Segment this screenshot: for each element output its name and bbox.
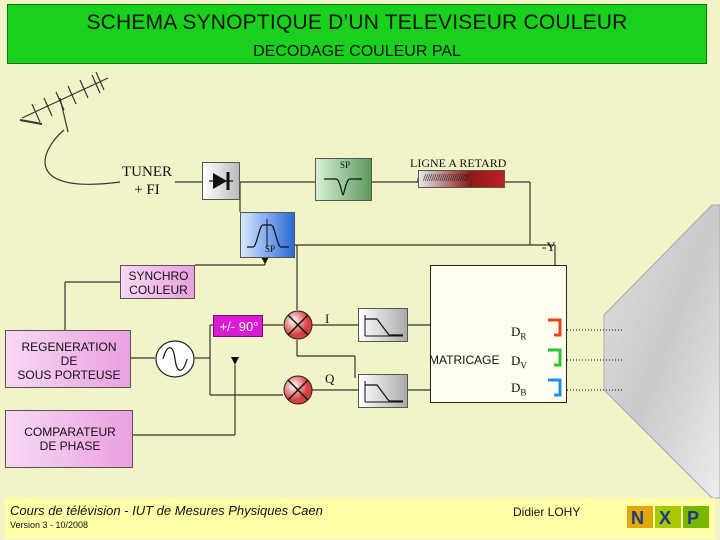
delay-line-label: LIGNE A RETARD [410,156,507,170]
nxp-logo: N X P [625,502,713,532]
page-title: SCHEMA SYNOPTIQUE D’UN TELEVISEUR COULEU… [86,11,628,34]
svg-text:N: N [631,508,644,528]
regeneration-label: REGENERATION DE SOUS PORTEUSE [17,340,121,382]
tuner-block: TUNER + FI [118,157,176,202]
mixer-q [283,375,313,405]
delay-line-pattern: ////////////////////// [423,172,469,184]
svg-text:P: P [687,508,699,528]
synchro-couleur-block: SYNCHRO COULEUR [120,265,195,299]
i-label: I [325,311,330,326]
regeneration-block: REGENERATION DE SOUS PORTEUSE [5,330,131,388]
output-connectors [548,318,562,397]
mixer-q-icon [283,375,313,405]
delay-line-block: ////////////////////// [418,170,505,188]
lowpass-filter-i [358,308,408,342]
output-dv-label: DV [511,353,527,371]
mixer-i [283,310,313,340]
bandpass-filter-block: SP [240,212,295,258]
phase-shift-block: +/- 90° [213,315,263,337]
matricage-label: MATRICAGE [429,353,500,367]
page-subtitle: DECODAGE COULEUR PAL [253,43,461,60]
course-title: Cours de télévision - IUT de Mesures Phy… [10,503,323,518]
blue-output-connector [548,378,562,397]
svg-text:X: X [659,508,671,528]
phase-shift-label: +/- 90° [219,319,259,334]
nxp-logo-icon: N X P [627,506,709,528]
sp-top-label: SP [340,160,351,170]
notch-filter-block: SP [315,158,372,201]
lowpass-filter-icon [364,381,403,403]
diode-icon [209,172,233,190]
lowpass-filter-icon [364,315,403,337]
footer: Cours de télévision - IUT de Mesures Phy… [5,498,715,538]
mixer-i-icon [283,310,313,340]
tuner-label: TUNER + FI [122,164,172,198]
minus-y-label: -Y [542,239,556,254]
output-db-label: DB [511,380,527,398]
comparateur-block: COMPARATEUR DE PHASE [5,410,133,468]
red-output-connector [548,318,562,337]
output-dr-label: DR [511,324,527,342]
version-text: Version 3 - 10/2008 [10,520,89,530]
oscillator-block [155,340,195,378]
comparateur-label: COMPARATEUR DE PHASE [24,425,116,453]
lowpass-filter-q [358,374,408,408]
notch-filter-icon [324,178,362,196]
synchro-label: SYNCHRO COULEUR [128,269,189,297]
antenna-icon [19,71,121,185]
diode-block [202,162,240,200]
author-name: Didier LOHY [513,505,581,519]
green-output-connector [548,348,562,367]
title-banner: SCHEMA SYNOPTIQUE D’UN TELEVISEUR COULEU… [7,4,707,64]
matricage-block: MATRICAGE DR DV DB [429,265,567,403]
bandpass-filter-icon [247,219,289,248]
sine-wave-icon [155,340,195,378]
q-label: Q [325,371,335,386]
sp-bottom-label: SP [265,244,276,254]
